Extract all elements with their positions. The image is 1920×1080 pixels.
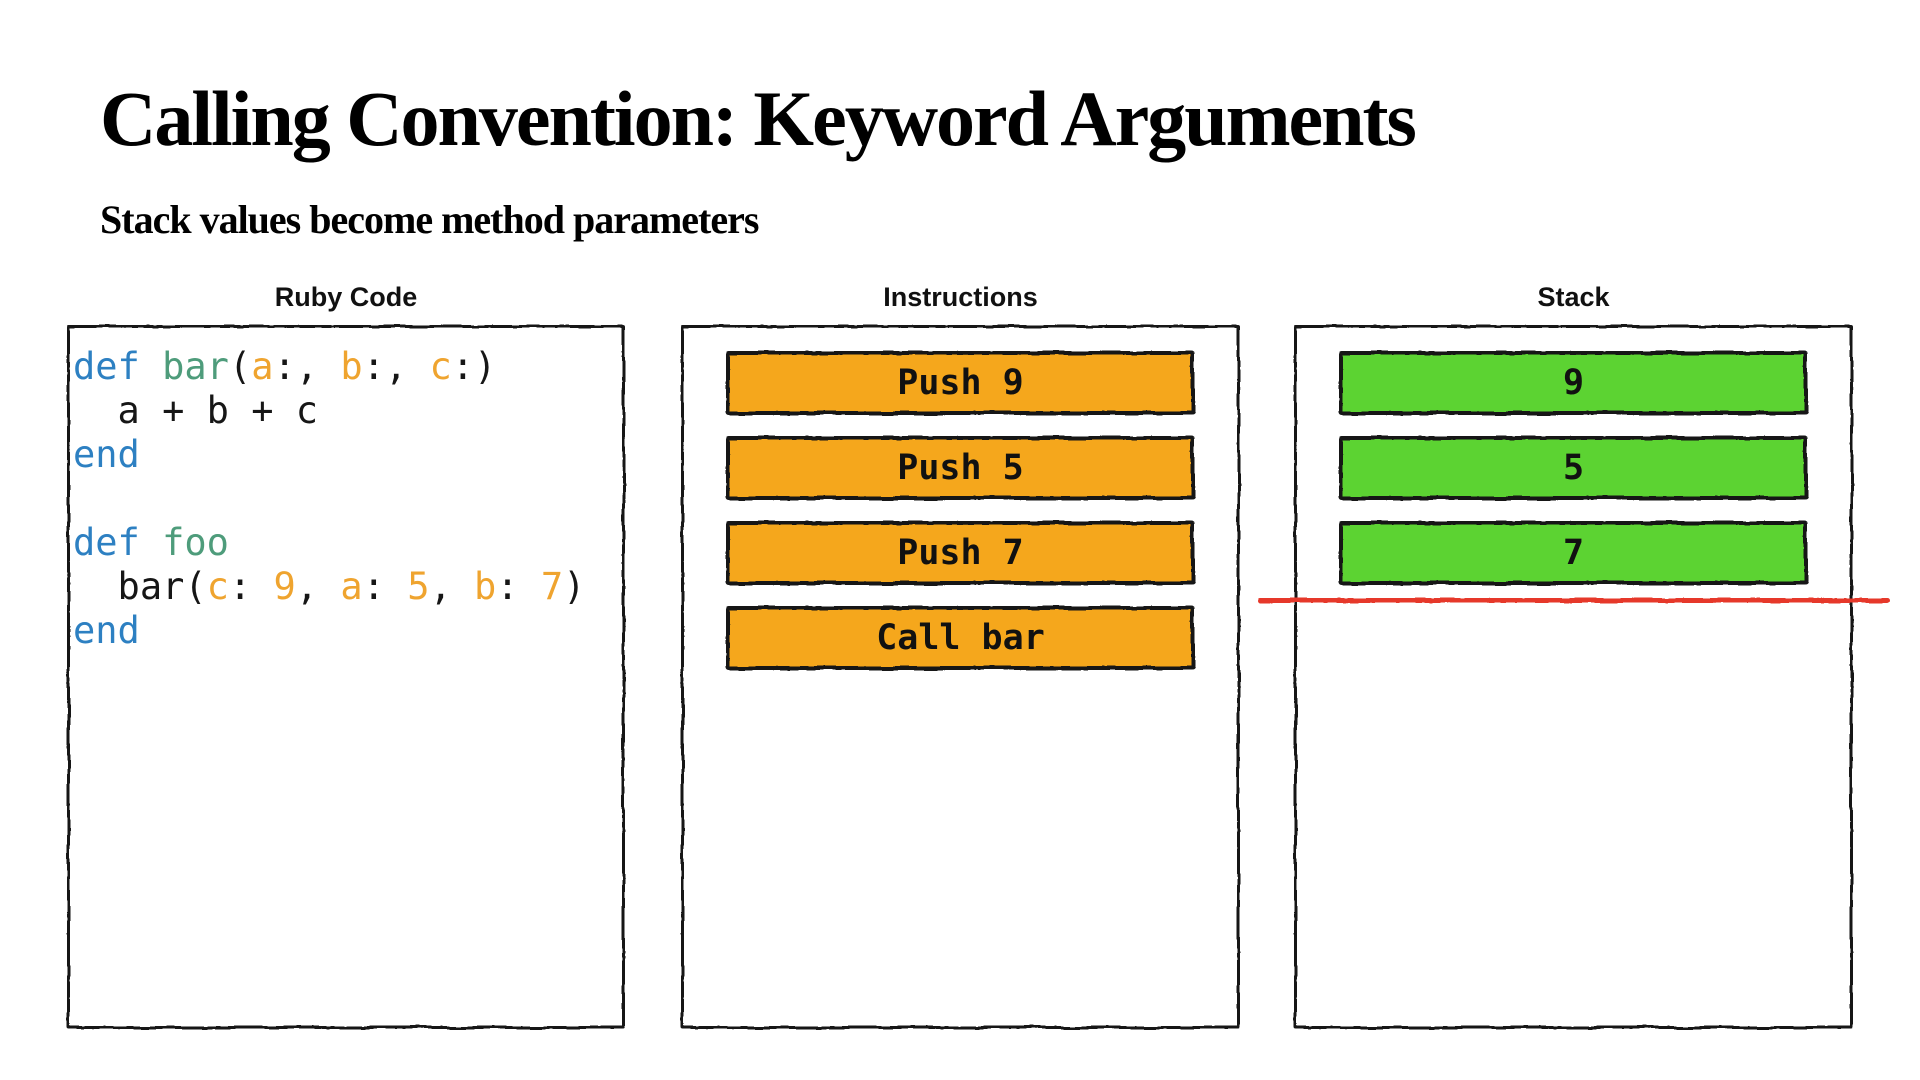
instructions-panel: Push 9 Push 5 Push 7 Call bar [681,325,1240,1029]
instruction-box: Push 9 [726,351,1195,415]
instruction-box-label: Push 7 [897,533,1024,573]
box-border [1339,521,1808,585]
instruction-box-label: Push 5 [897,448,1024,488]
instruction-box: Push 7 [726,521,1195,585]
code-token: ) [563,565,586,608]
code-token: bar [162,345,229,388]
code-token: a [340,565,363,608]
stack-value-box-label: 5 [1562,448,1585,488]
code-token: 9 [273,565,296,608]
column-header-stack: Stack [1537,282,1610,312]
code-line: end [73,433,625,477]
code-token: 7 [540,565,564,608]
code-line [73,477,625,521]
code-token: foo [162,521,229,564]
instruction-list: Push 9 Push 5 Push 7 Call bar [681,325,1240,670]
code-line: end [73,609,625,653]
code-token: bar( [73,565,207,608]
code-token: a [251,345,274,388]
code-token: : [496,565,541,608]
code-token: : [228,565,274,608]
code-token: a + b + c [73,389,319,432]
box-border [726,606,1195,670]
instruction-box-label: Push 9 [897,363,1024,403]
code-token: :, [362,345,430,388]
box-border [726,436,1195,500]
instruction-box: Push 5 [726,436,1195,500]
code-token: end [73,433,140,476]
box-border [726,521,1195,585]
code-token: , [429,565,475,608]
stack-value-box: 5 [1339,436,1808,500]
box-border [726,351,1195,415]
code-token: b [340,345,363,388]
code-line: bar(c: 9, a: 5, b: 7) [73,565,625,609]
stack-boundary-line [1258,598,1890,603]
instruction-box-label: Call bar [876,618,1045,658]
code-token: def [73,345,140,388]
code-line: def foo [73,521,625,565]
instruction-box: Call bar [726,606,1195,670]
stack-panel: 9 5 7 [1294,325,1853,1029]
column-header-instructions: Instructions [883,282,1038,312]
box-border [1339,351,1808,415]
panel-border [67,325,625,1029]
stack-value-box-label: 7 [1562,533,1585,573]
code-line: def bar(a:, b:, c:) [73,345,625,389]
code-token: :) [451,345,497,388]
stack-value-box-label: 9 [1562,363,1585,403]
code-token: def [73,521,140,564]
code-token [140,521,162,564]
code-token: , [295,565,341,608]
slide-title: Calling Convention: Keyword Arguments [100,75,1417,162]
stack-value-box: 9 [1339,351,1808,415]
code-token: 5 [407,565,430,608]
stack-list: 9 5 7 [1294,325,1853,585]
code-line: a + b + c [73,389,625,433]
stack-value-box: 7 [1339,521,1808,585]
code-token: c [206,565,229,608]
code-token: c [429,345,452,388]
slide-subtitle: Stack values become method parameters [100,197,759,242]
code-token: end [73,609,140,652]
code-token [140,345,162,388]
code-token: : [362,565,408,608]
code-token: ( [228,345,252,388]
column-header-ruby-code: Ruby Code [274,282,418,312]
code-token: b [474,565,497,608]
box-border [1339,436,1808,500]
code-token: :, [273,345,341,388]
